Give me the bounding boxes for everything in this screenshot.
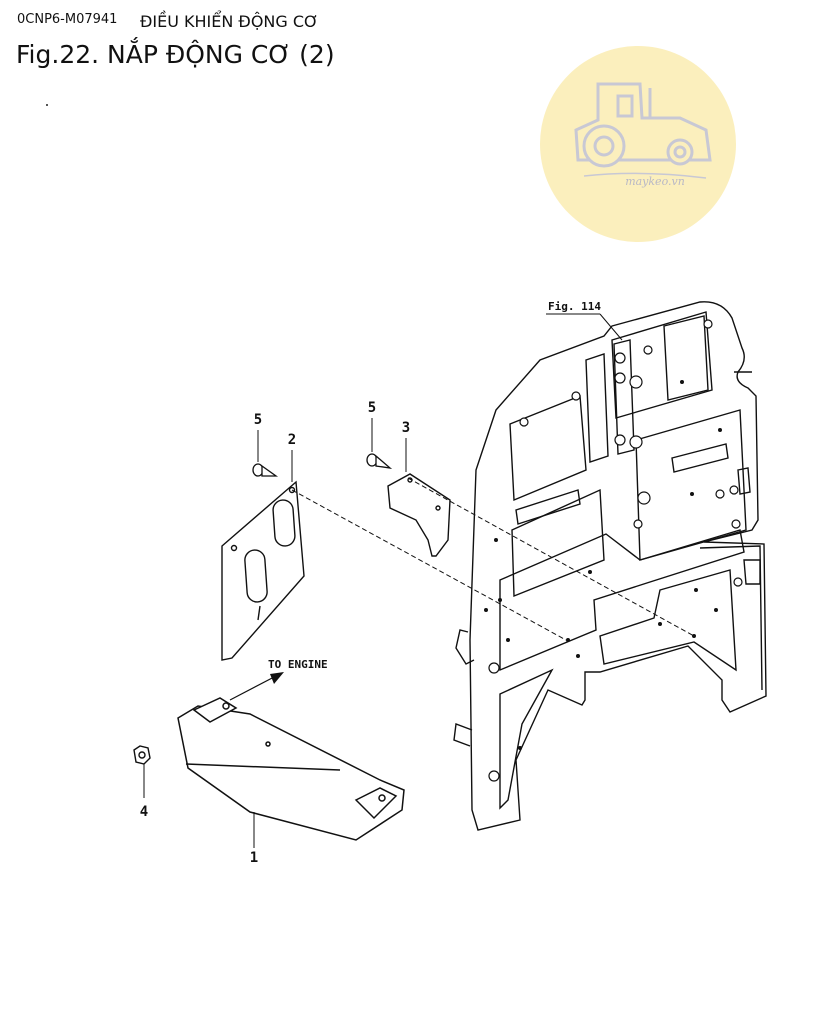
part-1-cover bbox=[177, 697, 405, 841]
part-3-bracket bbox=[387, 473, 451, 557]
figure-title: Fig.22. NẮP ĐỘNG CƠ (2) bbox=[16, 40, 335, 69]
part-5-screw-left bbox=[252, 463, 279, 477]
document-code: 0CNP6-M07941 bbox=[17, 12, 118, 27]
callout-5-left: 5 bbox=[254, 412, 262, 428]
leader-lines bbox=[143, 313, 623, 848]
tractor-icon bbox=[574, 82, 712, 179]
callout-3: 3 bbox=[402, 420, 410, 436]
part-2-plate bbox=[221, 480, 305, 661]
part-5-screw-right bbox=[366, 453, 393, 469]
callout-4: 4 bbox=[140, 804, 148, 820]
panel-holes bbox=[484, 380, 722, 750]
section-subtitle: ĐIỀU KHIỂN ĐỘNG CƠ bbox=[140, 12, 319, 31]
part-4-nut bbox=[133, 745, 151, 765]
watermark-circle bbox=[540, 46, 736, 242]
watermark-text: maykeo.vn bbox=[625, 175, 685, 188]
callout-2: 2 bbox=[288, 432, 296, 448]
fig-reference-label: Fig. 114 bbox=[548, 300, 601, 313]
watermark-logo: maykeo.vn bbox=[540, 46, 736, 242]
callout-1: 1 bbox=[250, 850, 258, 866]
stray-dot bbox=[46, 104, 48, 106]
to-engine-label: TO ENGINE bbox=[268, 658, 328, 671]
assembly-lines bbox=[291, 477, 695, 641]
main-panel bbox=[453, 301, 767, 831]
to-engine-arrow bbox=[229, 672, 284, 701]
panel-bolts bbox=[488, 319, 743, 782]
callout-5-right: 5 bbox=[368, 400, 376, 416]
